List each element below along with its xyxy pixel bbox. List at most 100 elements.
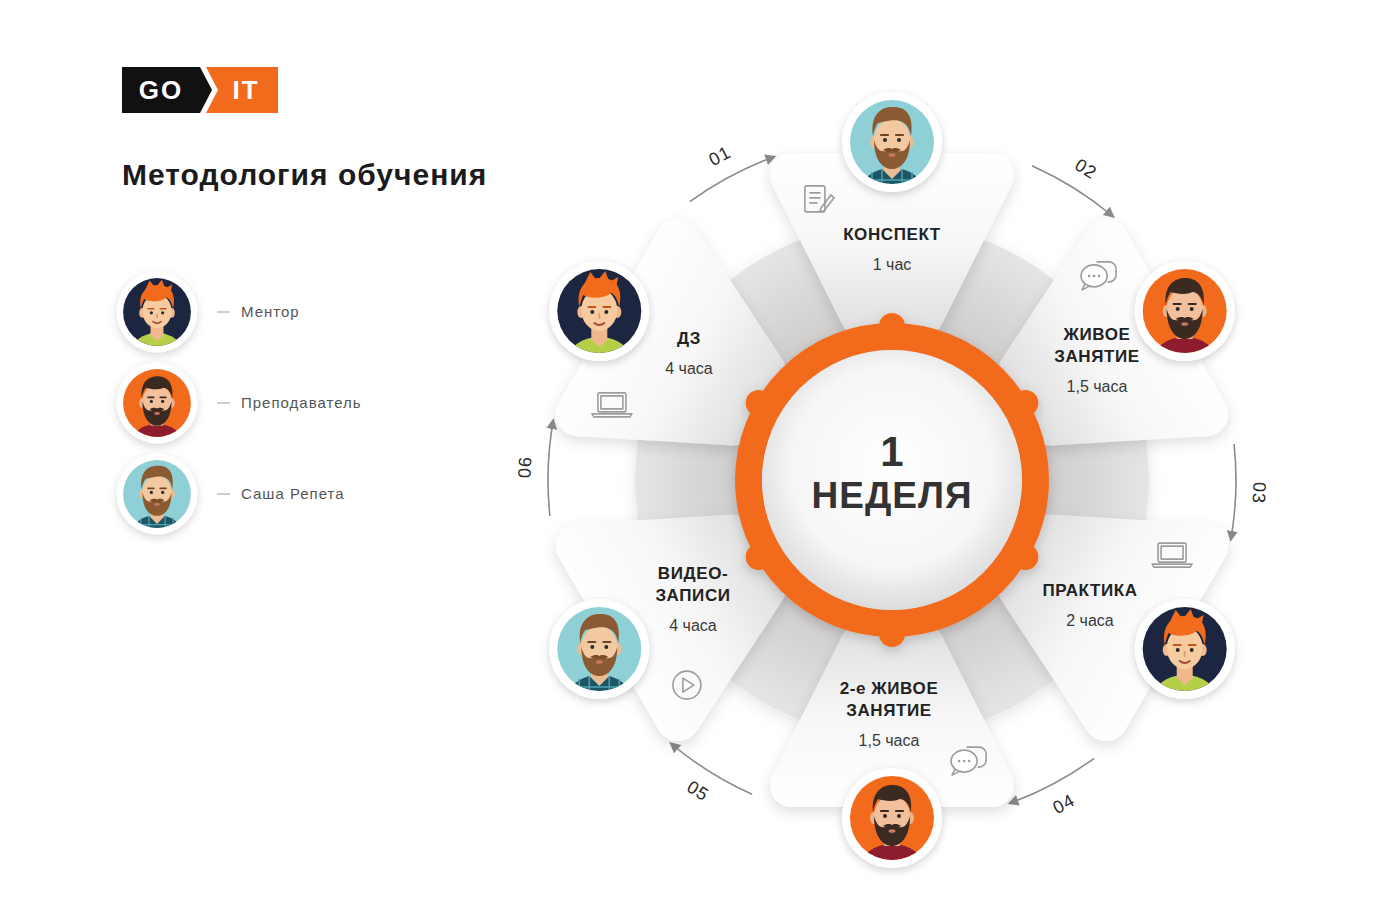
legend-label: Преподаватель	[241, 393, 362, 413]
step-duration: 1,5 часа	[1032, 377, 1162, 397]
circle-part	[749, 337, 1036, 624]
petal-text-block: ЖИВОЕ ЗАНЯТИЕ 1,5 часа	[1032, 324, 1162, 397]
path-part	[592, 414, 632, 417]
activity-icon	[673, 671, 701, 699]
logo-orange-block	[206, 67, 278, 113]
step-duration: 2 часа	[1020, 611, 1160, 631]
legend-dash	[217, 494, 230, 495]
step-number: 06	[515, 456, 536, 479]
logo-text-holder: GO	[139, 75, 183, 105]
petal-text-block: КОНСПЕКТ1 час	[807, 224, 977, 275]
role-avatar	[1135, 599, 1235, 723]
petal-shape	[792, 645, 992, 785]
edge-label-holder: 02	[1072, 154, 1101, 183]
legend-label: Саша Репета	[241, 484, 345, 504]
circle-part	[1088, 275, 1091, 278]
edge-label-holder: 05	[683, 777, 712, 806]
legend-row: Саша Репета	[241, 484, 345, 504]
role-avatar	[549, 261, 649, 385]
petal-text-block: 2-е ЖИВОЕ ЗАНЯТИЕ 1,5 часа	[814, 678, 964, 751]
step-title: ЖИВОЕ ЗАНЯТИЕ	[1032, 324, 1162, 368]
rect-part	[1158, 543, 1186, 562]
hub-circle: 1НЕДЕЛЯ	[732, 320, 1052, 640]
circle-part	[673, 671, 701, 699]
path-part	[820, 195, 834, 212]
circle-part	[963, 760, 966, 763]
step-duration: 4 часа	[643, 616, 743, 636]
path-part	[952, 769, 960, 775]
petal-svg	[758, 74, 1026, 349]
legend-dash	[217, 403, 230, 404]
petal-box: КОНСПЕКТ1 час	[758, 74, 1026, 349]
rect-part	[805, 186, 825, 212]
step-title: 2-е ЖИВОЕ ЗАНЯТИЕ	[814, 678, 964, 722]
petal-text-block: ДЗ 4 часа	[634, 328, 744, 379]
step-title: ВИДЕО- ЗАПИСИ	[643, 563, 743, 607]
circle-part	[1098, 275, 1101, 278]
circle-part	[958, 760, 961, 763]
circle-part	[968, 760, 971, 763]
step-number: 01	[705, 142, 734, 170]
title-holder: Методология обучения	[122, 158, 487, 192]
petal-shape	[792, 175, 992, 315]
cycle-arrow	[690, 157, 775, 202]
edge-label-holder: 04	[1050, 790, 1079, 818]
cycle-arrow	[1010, 758, 1094, 803]
logo-text: IT	[232, 75, 259, 105]
rect-part	[598, 393, 626, 412]
petal-box: 2-е ЖИВОЕ ЗАНЯТИЕ 1,5 часа	[758, 611, 1026, 886]
activity-icon	[1081, 262, 1116, 290]
legend-dash	[217, 312, 230, 313]
page-title: Методология обучения	[122, 158, 487, 192]
logo-black-block	[122, 67, 212, 113]
petal-text-block: ПРАКТИКА 2 часа	[1020, 580, 1160, 631]
activity-icon	[592, 393, 632, 417]
role-avatar	[549, 599, 649, 723]
step-number: 02	[1072, 154, 1101, 183]
logo-text: GO	[139, 75, 183, 105]
activity-icon	[951, 747, 986, 775]
legend-label: Ментор	[241, 302, 300, 322]
path-part	[1152, 564, 1192, 567]
cycle-arrow	[548, 420, 553, 516]
legend-row: Ментор	[241, 302, 300, 322]
petal-text-block: ВИДЕО- ЗАПИСИ 4 часа	[643, 563, 743, 636]
hub-text-block: 1НЕДЕЛЯ	[732, 320, 1052, 640]
legend-avatar	[117, 272, 198, 372]
cycle-arrow	[1231, 444, 1236, 540]
step-title: КОНСПЕКТ	[807, 224, 977, 246]
edge-label-holder: 06	[515, 456, 536, 479]
legend-avatar	[117, 454, 198, 554]
week-number: 1	[880, 429, 903, 475]
path-part	[683, 678, 694, 692]
role-avatar	[842, 92, 942, 216]
step-title: ПРАКТИКА	[1020, 580, 1160, 602]
rect-part	[1161, 546, 1183, 559]
circle-part	[1093, 275, 1096, 278]
week-word: НЕДЕЛЯ	[812, 475, 973, 517]
step-title: ДЗ	[634, 328, 744, 350]
circle-part	[762, 350, 1022, 610]
path-part	[810, 193, 820, 203]
step-number: 04	[1050, 790, 1079, 818]
rect-part	[601, 396, 623, 409]
role-avatar	[1135, 261, 1235, 385]
edge-label-holder: 03	[1248, 481, 1269, 504]
role-avatar	[842, 768, 942, 892]
edge-layer	[548, 157, 1236, 804]
legend-avatar	[117, 363, 198, 463]
path-part	[1082, 284, 1090, 290]
step-duration: 1,5 часа	[814, 731, 964, 751]
logo-text-holder: IT	[232, 75, 259, 105]
step-number: 03	[1248, 481, 1269, 504]
activity-icon	[805, 186, 834, 212]
step-duration: 4 часа	[634, 359, 744, 379]
legend-row: Преподаватель	[241, 393, 362, 413]
g-part	[746, 313, 1039, 647]
activity-icon	[1152, 543, 1192, 567]
edge-label-holder: 01	[705, 142, 734, 170]
cycle-arrow	[1032, 166, 1113, 217]
step-number: 05	[683, 777, 712, 806]
